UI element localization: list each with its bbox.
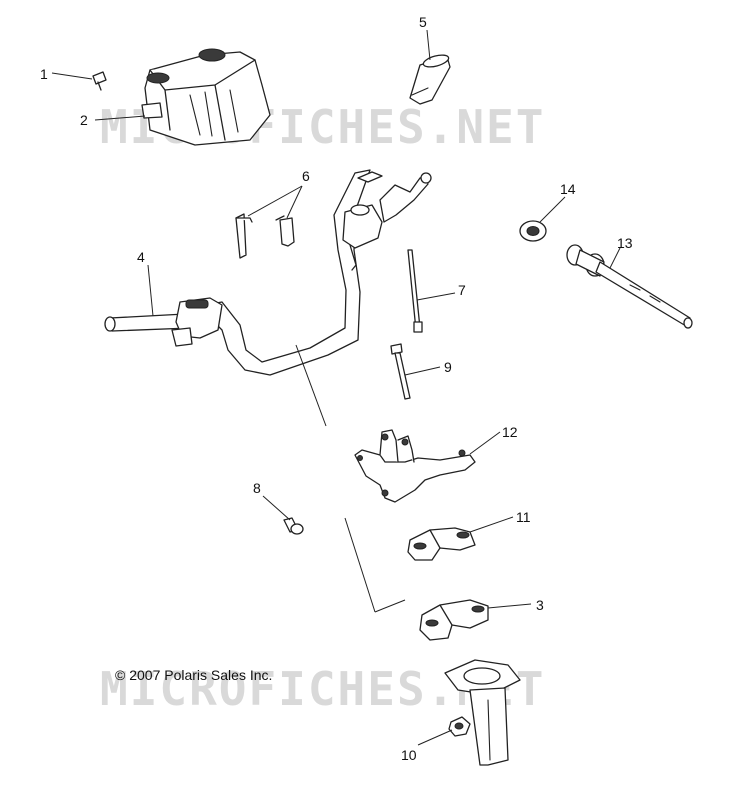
callout-5: 5 [419,14,427,30]
part-5-grip[interactable] [409,53,451,105]
callout-10: 10 [401,747,417,763]
part-8-bolt[interactable] [283,517,304,535]
callout-11: 11 [516,509,531,525]
callout-3: 3 [536,597,544,613]
callout-13: 13 [617,235,633,251]
part-4-handlebar[interactable] [104,169,432,376]
part-2-handlebar-cover[interactable] [141,48,271,146]
callout-1: 1 [40,66,48,82]
part-1-screw[interactable] [92,71,107,91]
part-6-brackets[interactable] [235,213,295,259]
part-7-cable-tie[interactable] [407,249,423,333]
part-11-upper-clamp[interactable] [407,527,476,561]
callout-8: 8 [253,480,261,496]
part-12-mount-bracket[interactable] [354,429,476,503]
part-14-nut[interactable] [519,220,547,242]
callout-12: 12 [502,424,518,440]
assembly-lines [295,344,406,613]
copyright-text: © 2007 Polaris Sales Inc. [115,667,272,683]
callout-7: 7 [458,282,466,298]
part-9-bolt[interactable] [390,343,411,400]
part-10-nut[interactable] [448,716,471,737]
part-13-throttle-shaft[interactable] [566,244,693,329]
leader-lines [51,29,621,746]
callout-2: 2 [80,112,88,128]
steering-post [444,659,521,766]
callout-6: 6 [302,168,310,184]
part-3-lower-clamp[interactable] [419,599,489,641]
callout-14: 14 [560,181,576,197]
callout-9: 9 [444,359,452,375]
callout-4: 4 [137,249,145,265]
